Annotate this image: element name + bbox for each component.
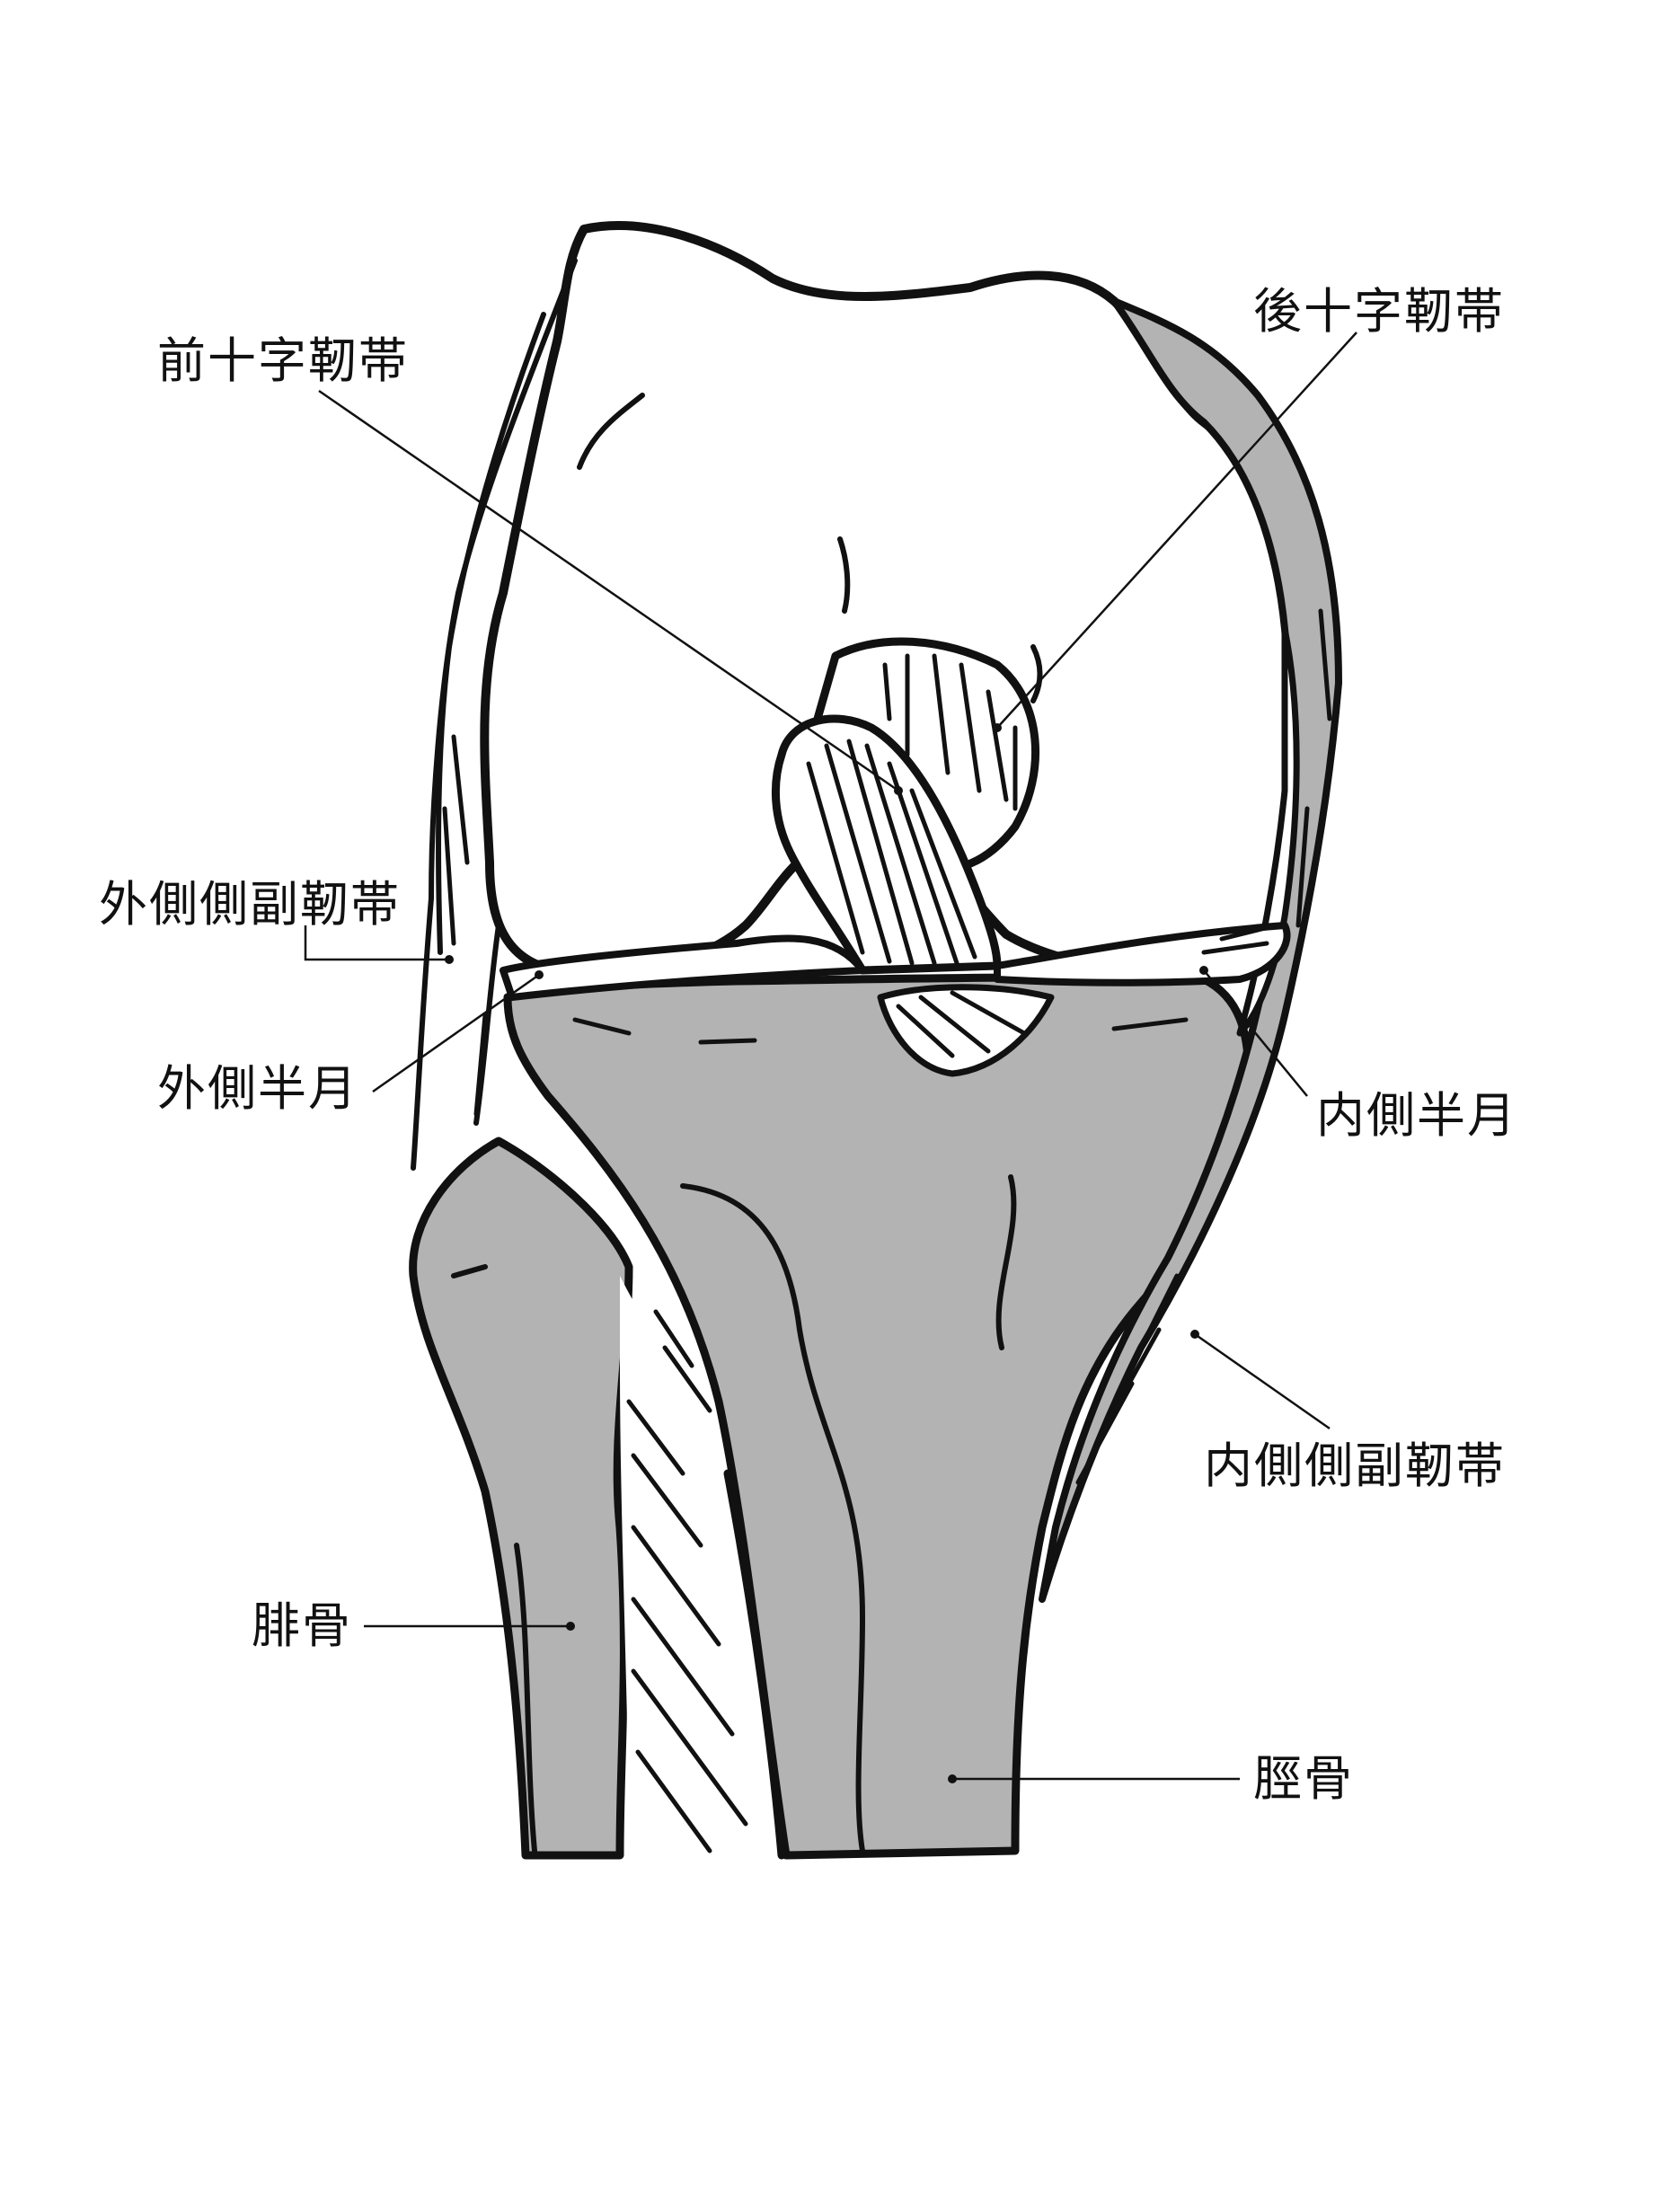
label-tibia: 脛骨 <box>1253 1750 1354 1807</box>
leader-lines <box>304 332 1357 1783</box>
label-medial-collateral-ligament: 内側側副靭帯 <box>1204 1438 1506 1494</box>
interosseous-fibers <box>626 1309 748 1853</box>
femur-shape <box>480 221 1298 978</box>
tibia-shape <box>503 973 1253 1860</box>
label-lateral-meniscus: 外側半月 <box>157 1060 358 1117</box>
label-fibula: 腓骨 <box>252 1597 352 1654</box>
anterior-cruciate-ligament-shape <box>772 714 1002 975</box>
label-anterior-cruciate-ligament: 前十字靭帯 <box>157 332 409 389</box>
lateral-collateral-ligament-shape <box>411 258 578 1171</box>
fibula-shape <box>409 1137 633 1860</box>
medial-meniscus-shape <box>994 922 1291 986</box>
acl-fibers <box>806 739 977 966</box>
pcl-fibers <box>882 653 1018 811</box>
label-medial-meniscus: 内側半月 <box>1316 1087 1517 1144</box>
label-lateral-collateral-ligament: 外側側副靭帯 <box>99 876 401 933</box>
label-posterior-cruciate-ligament: 後十字靭帯 <box>1253 283 1505 340</box>
lateral-meniscus-shape <box>500 934 866 1001</box>
